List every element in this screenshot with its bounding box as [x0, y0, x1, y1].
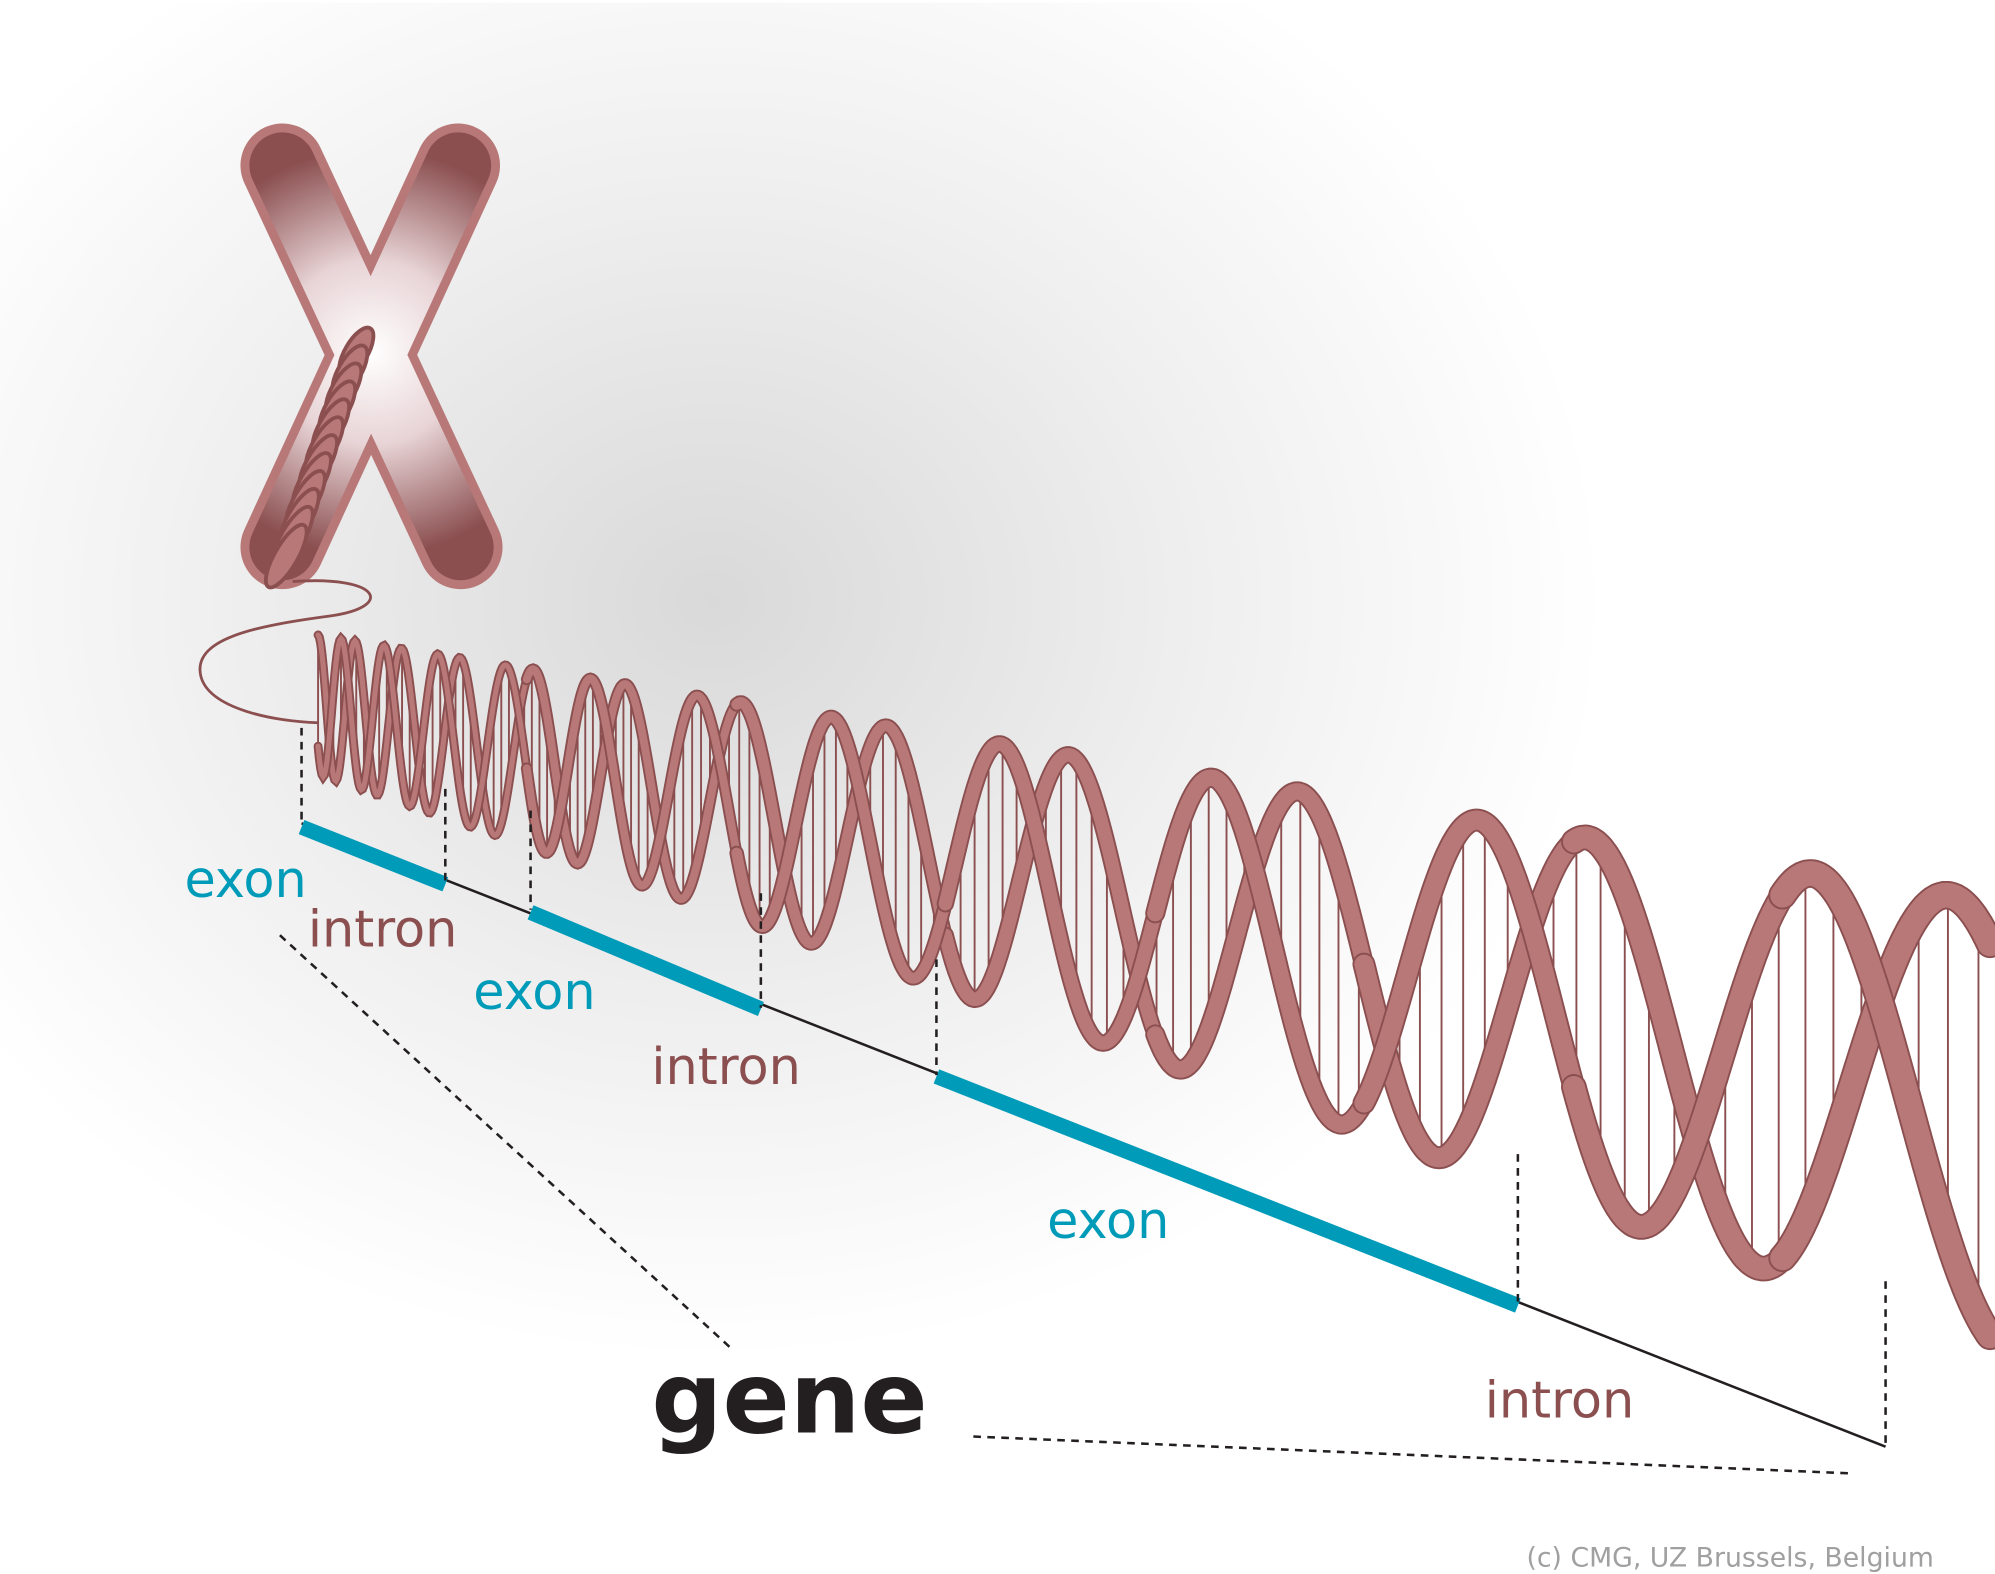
exon-bar-3	[933, 1069, 1521, 1313]
exon-bar-2	[527, 905, 764, 1017]
chromatin-loop	[263, 522, 309, 590]
gene-label: gene	[651, 1342, 927, 1457]
dna-strand-1	[731, 697, 951, 949]
intron-label-3: intron	[1485, 1371, 1635, 1430]
dna-strand-1	[1562, 826, 1794, 1280]
exon-label-3: exon	[1047, 1192, 1169, 1251]
dna-strand-2	[1770, 861, 1995, 1349]
dna-strand-2	[315, 634, 530, 830]
dna-tail	[198, 579, 372, 725]
dashed-guides	[279, 727, 1887, 1475]
dna-strand-2	[938, 737, 1163, 1050]
dna-strand-2	[731, 711, 951, 984]
exon-label-2: exon	[473, 963, 595, 1022]
dna-strand-1	[315, 632, 530, 839]
intron-label-1: intron	[308, 901, 458, 960]
dna-strand-1	[938, 748, 1163, 1042]
copyright-text: (c) CMG, UZ Brussels, Belgium	[1526, 1542, 1933, 1573]
chromatin-coil	[263, 325, 376, 590]
exon-bars	[298, 819, 1521, 1313]
exon-label-1: exon	[184, 851, 306, 910]
dna-strand-2	[1562, 884, 1794, 1238]
dna-strand-2	[1147, 769, 1373, 1133]
dna-strand-1	[1354, 832, 1584, 1168]
intron-label-2: intron	[651, 1038, 801, 1097]
dna-strand-2	[1354, 810, 1584, 1113]
dna-double-helix	[313, 630, 1995, 1351]
exon-bar-1	[298, 819, 449, 892]
chromosome-x	[240, 123, 503, 590]
dna-strand-2	[522, 674, 741, 890]
